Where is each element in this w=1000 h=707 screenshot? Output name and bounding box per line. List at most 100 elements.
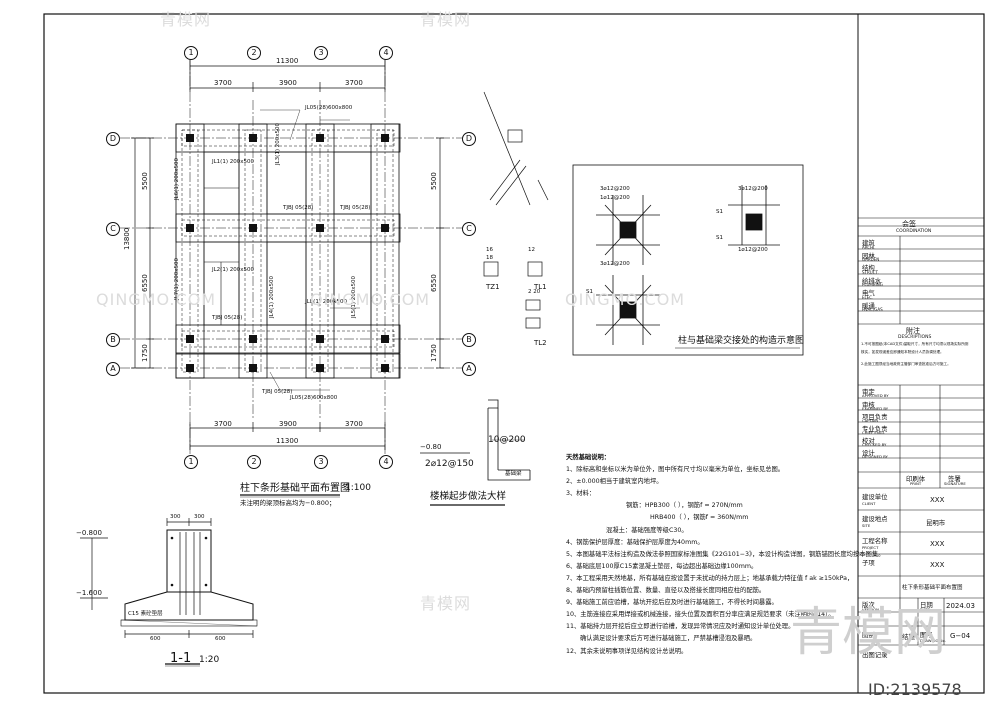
note-line: 7、本工程采用天然地基，所有基础应按设置于未扰动的持力层上；地基承载力特征值 f…: [566, 574, 854, 582]
grid-bubble-3: 3: [314, 46, 328, 60]
sub-value: XXX: [930, 561, 945, 569]
sign-row-cn: 专业负责: [862, 425, 888, 433]
joint-label: 3⌀12@200: [738, 186, 768, 192]
note-line: 10、主筋连接应采用焊接或机械连接，接头位置及面积百分率应满足规范要求（未注明时…: [566, 611, 835, 619]
dim-right-span-1: 5500: [430, 172, 438, 190]
level-bottom: −1.600: [76, 589, 102, 597]
type-sub: DRAWING TYPE: [862, 638, 891, 643]
joint-label: S1: [716, 209, 723, 215]
beam-label: TJBJ 05(28): [212, 315, 243, 321]
beam-label: JL05(28)600x800: [290, 395, 338, 401]
fuzhu-sub: DESCRIPTIONS: [898, 335, 932, 340]
dim-bottom: 600: [215, 636, 226, 642]
project-label: 工程名称: [862, 537, 888, 545]
note-line: 3、材料：: [566, 490, 596, 498]
beam-label: TJBJ 05(28): [262, 389, 293, 395]
type-value: 结施: [902, 633, 915, 641]
note-line: 11、基础持力层开挖后应立即进行验槽，发现异常情况应及时通知设计单位处理。: [566, 623, 795, 631]
joint-label: 3⌀12@200: [600, 261, 630, 267]
watermark-text: 青模网: [420, 594, 472, 613]
print-sub: PRINT: [910, 481, 922, 486]
fuzhu-line: 1.不可按图纸(本CAD文件)量取尺寸，所有尺寸均须以现场实际所测: [861, 342, 969, 346]
plan-note: 未注明的梁顶标高均为−0.800；: [240, 499, 336, 507]
note-line: 钢筋：HPB300（ ），钢筋f = 270N/mm: [626, 502, 743, 510]
grid-bubble-1-bottom: 1: [184, 455, 198, 469]
watermark-id: ID:2139578: [868, 680, 962, 699]
stair-beam-label: 基础梁: [505, 471, 522, 477]
note-line: 9、基础施工前应验槽，基坑开挖后应及时进行基础施工，不得长时间暴露。: [566, 599, 778, 607]
project-value: XXX: [930, 540, 945, 548]
discipline-cn: 给排水: [862, 277, 882, 285]
grid-bubble-D: D: [106, 132, 120, 146]
dim-top-span-1: 3700: [214, 79, 232, 87]
grid-bubble-4: 4: [379, 46, 393, 60]
dim-left-span-3: 1750: [141, 344, 149, 362]
level-top: −0.800: [76, 529, 102, 537]
huiqian-sub: COORDINATION: [896, 229, 932, 234]
sign-row-en: APPROVED BY: [862, 393, 889, 398]
note-line: 4、钢筋保护层厚度：基础保护层厚度为40mm。: [566, 538, 704, 546]
watermark-text: 青模网: [420, 10, 472, 29]
section-1-1: [80, 518, 258, 667]
sign-row-cn: 审核: [862, 401, 875, 409]
client-value: XXX: [930, 496, 945, 504]
beam-label: TJBJ 05(28): [283, 205, 314, 211]
note-line: HRB400（ ），钢筋f = 360N/mm: [650, 514, 749, 522]
plan-scale: 1:100: [345, 483, 371, 493]
tz-dim: 16: [486, 247, 493, 253]
foundation-plan: [120, 60, 470, 498]
grid-bubble-B-right: B: [462, 333, 476, 347]
dim-top: 300: [194, 514, 205, 520]
stair-column-details: [483, 91, 549, 329]
stair-level: −0.80: [420, 443, 442, 451]
grid-bubble-A: A: [106, 362, 120, 376]
joint-label: 3⌀12@200: [600, 186, 630, 192]
sign-row-en: DESIGNED BY: [862, 454, 888, 459]
c15-label: C15 素砼垫层: [128, 611, 163, 617]
notes-title: 天然基础说明：: [566, 454, 611, 461]
tl1-label: TL1: [534, 283, 547, 291]
discipline-en: PLUMBING: [862, 282, 883, 287]
grid-bubble-A-right: A: [462, 362, 476, 376]
tz-dim: 18: [486, 255, 493, 261]
print-label: 印刷体: [906, 475, 926, 483]
joint-detail-panel: [572, 164, 804, 356]
discipline-en: STRUCT.: [862, 270, 879, 275]
sign-row-cn: 设计: [862, 449, 875, 457]
date-label: 日期: [920, 601, 933, 609]
beam-label: JL05(28)600x800: [305, 105, 353, 111]
grid-bubble-C: C: [106, 222, 120, 236]
dim-top-span-3: 3700: [345, 79, 363, 87]
dim-bottom-total: 11300: [276, 437, 299, 445]
note-line: 1、除标高和坐标以米为单位外，图中所有尺寸均以毫米为单位，坐标见总图。: [566, 466, 785, 474]
note-line: 8、基础内预留柱插筋位置、数量、直径以及搭接长度同相应柱的配筋。: [566, 587, 766, 595]
tz-dim: 2 20: [528, 289, 541, 295]
grid-bubble-C-right: C: [462, 222, 476, 236]
dim-right-span-3: 1750: [430, 344, 438, 362]
sign-row-en: CHIEF ENGI.: [862, 430, 885, 435]
dim-top-span-2: 3900: [279, 79, 297, 87]
fuzhu-title: 附注: [906, 327, 920, 335]
beam-label: TJBJ 05(28): [340, 205, 371, 211]
fuzhu-line: 核实，如发现误差应即通知本院设计人员协调处理。: [861, 350, 944, 354]
watermark-latin: QINGMO.COM: [565, 290, 686, 309]
dim-top-total: 11300: [276, 57, 299, 65]
drawing-name: 柱下条形基础平面布置图: [902, 585, 963, 591]
beam-label: JL1(1) 200x500: [212, 159, 254, 165]
discipline-cn: 园林: [862, 252, 875, 260]
dim-bottom-span-1: 3700: [214, 420, 232, 428]
title-block: [858, 217, 984, 646]
watermark-latin: QINGMO.COM: [310, 290, 431, 309]
joint-label: S1: [716, 235, 723, 241]
beam-label: JL3(1) 200x500: [275, 123, 281, 165]
sign-row-en: CHECKED BY: [862, 442, 887, 447]
signature-sub: SIGNATURE: [944, 481, 966, 486]
discipline-cn: 暖通: [862, 302, 875, 310]
beam-label: JL8(1) 200x500: [305, 299, 347, 305]
sign-row-cn: 校对: [862, 437, 875, 445]
stair-detail: [420, 399, 531, 506]
note-line: 确认满足设计要求后方可进行基础施工，严禁基槽浸泡及暴晒。: [580, 635, 757, 643]
site-value: 昆明市: [926, 519, 946, 527]
discipline-cn: 结构: [862, 264, 875, 272]
